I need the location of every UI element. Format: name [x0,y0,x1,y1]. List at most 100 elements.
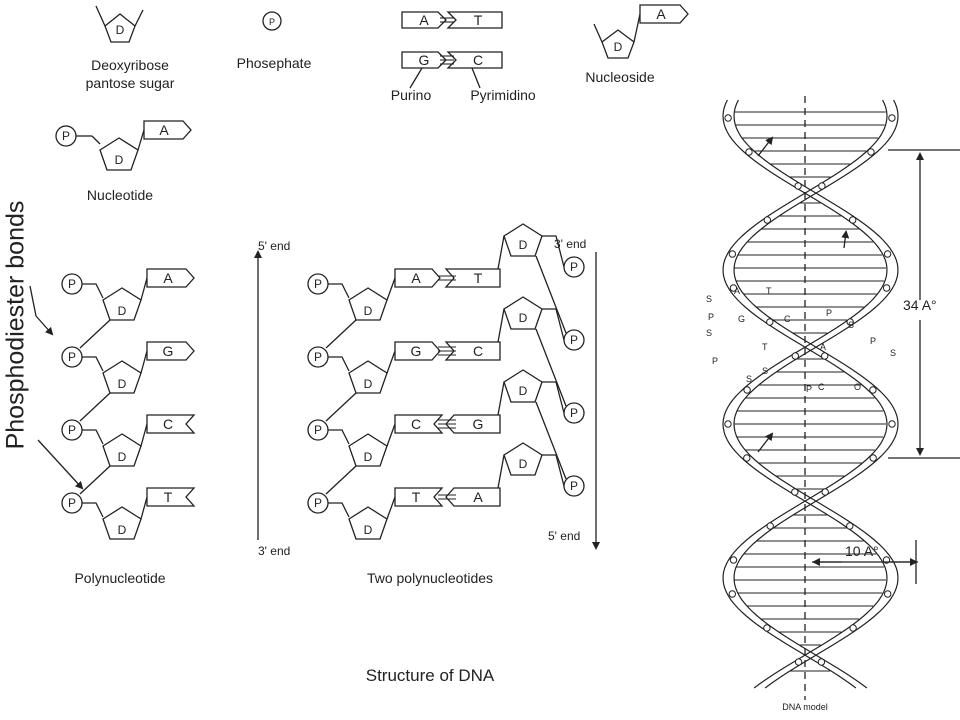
right-nucleobase-icon [445,414,501,434]
phosphate-circle-icon [262,11,282,31]
left-nucleobase-icon [394,487,444,507]
phosphate-symbol: P [269,17,275,27]
glycosidic-bond [386,350,396,374]
sugar-symbol: D [116,23,125,37]
pyrimidine-caption: Pyrimidino [470,87,536,103]
pair-base-right: C [473,52,483,68]
phosphate-sugar-bond [82,283,104,299]
backbone-marker-icon [743,386,751,394]
rung-letter: A [734,286,740,296]
phosphate-symbol: P [68,277,76,291]
sugar-pentagon-icon [102,360,142,394]
nucleoside-caption: Nucleoside [585,69,654,85]
sugar-symbol: D [519,311,528,325]
sugar-symbol: D [519,457,528,471]
backbone-letter: S [706,294,712,304]
phosphate-symbol: P [62,129,70,143]
sugar-pentagon-icon [102,433,142,467]
backbone-marker-icon [817,658,826,666]
pair-left-letter: T [412,489,421,505]
helix-backbone [733,99,899,689]
right-nucleobase-icon [444,341,501,361]
sugar-pentagon-icon [348,360,388,394]
base-letter: A [656,6,666,22]
glycosidic-bond [386,496,396,520]
phosphodiester-bond [325,392,357,422]
pair-base-left: G [419,52,430,68]
polynucleotide-caption: Polynucleotide [74,570,165,586]
pair-right-letter: C [473,343,483,359]
sugar-symbol: D [364,304,373,318]
backbone-marker-icon [869,454,877,462]
phosphodiester-bond [535,328,567,407]
legend-sugar: D Deoxyribose pantose sugar [86,5,175,91]
sugar-pentagon-icon [503,296,543,330]
phosphate-symbol: P [68,423,76,437]
backbone-marker-icon [867,148,875,156]
sugar-symbol: D [614,40,623,54]
glycosidic-bond [386,277,396,301]
backbone-marker-icon [729,284,738,292]
base-letter: A [163,270,173,286]
backbone-marker-icon [724,420,732,428]
backbone-marker-icon [849,624,857,632]
glycosidic-bond [497,235,505,270]
strand-direction-arrow [757,432,774,453]
sugar-symbol: D [118,377,127,391]
pair-left-letter: C [411,416,421,432]
backbone-marker-icon [794,182,802,190]
backbone-marker-icon [743,454,751,462]
sugar-pentagon-icon [99,137,139,171]
backbone-marker-icon [791,352,799,360]
left-nucleobase-icon [394,341,441,361]
phosphodiester-bond [535,255,567,334]
phosphodiester-bond [535,401,567,480]
backbone-marker-icon [729,556,738,564]
sugar-symbol: D [118,304,127,318]
glycosidic-bond [140,496,148,520]
backbone-marker-icon [724,114,732,122]
legend-base-pairs: A T G C Purino Pyrimidino [391,11,536,103]
adenine-base-icon [639,4,689,24]
backbone-marker-icon [888,420,896,428]
backbone-marker-icon [766,522,774,530]
phosphodiester-bond [79,392,111,422]
glycosidic-bond [140,423,148,447]
bottom-five-prime-label: 5' end [548,529,580,543]
backbone-marker-icon [888,114,896,122]
sugar-symbol: D [118,450,127,464]
backbone-marker-icon [846,318,854,326]
phosphodiester-bond [79,319,111,349]
pair-left-letter: A [411,270,421,286]
backbone-letter: P [870,336,876,346]
phosphodiester-bond [79,465,111,495]
sugar-caption-line2: pantose sugar [86,75,175,91]
backbone-marker-icon [791,488,799,496]
phosphate-sugar-bond [542,235,565,268]
nucleotide-caption: Nucleotide [87,187,153,203]
helix-backbone [722,99,888,689]
pair-left-letter: G [411,343,422,359]
width-label: 10 A° [845,543,879,559]
sugar-pentagon-icon [348,433,388,467]
sugar-pentagon-icon [348,287,388,321]
backbone-marker-icon [849,216,857,224]
backbone-marker-icon [794,658,803,666]
sugar-pentagon-icon [102,506,142,540]
sugar-symbol: D [364,523,373,537]
backbone-letter: S [890,348,896,358]
phosphate-symbol: P [314,277,322,291]
sugar-caption-line1: Deoxyribose [91,57,169,73]
backbone-letter: S [706,328,712,338]
pair-base-right: T [474,12,483,28]
backbone-marker-icon [821,488,829,496]
left-nucleobase-icon [394,268,441,288]
sugar-symbol: D [519,238,528,252]
glycosidic-bond [140,350,148,374]
phosphate-symbol: P [314,496,322,510]
phosphate-sugar-bond [542,308,565,341]
phosphate-symbol: P [570,333,578,347]
rung-letter: G [738,314,745,324]
phosphate-symbol: P [570,406,578,420]
backbone-marker-icon [728,590,736,598]
